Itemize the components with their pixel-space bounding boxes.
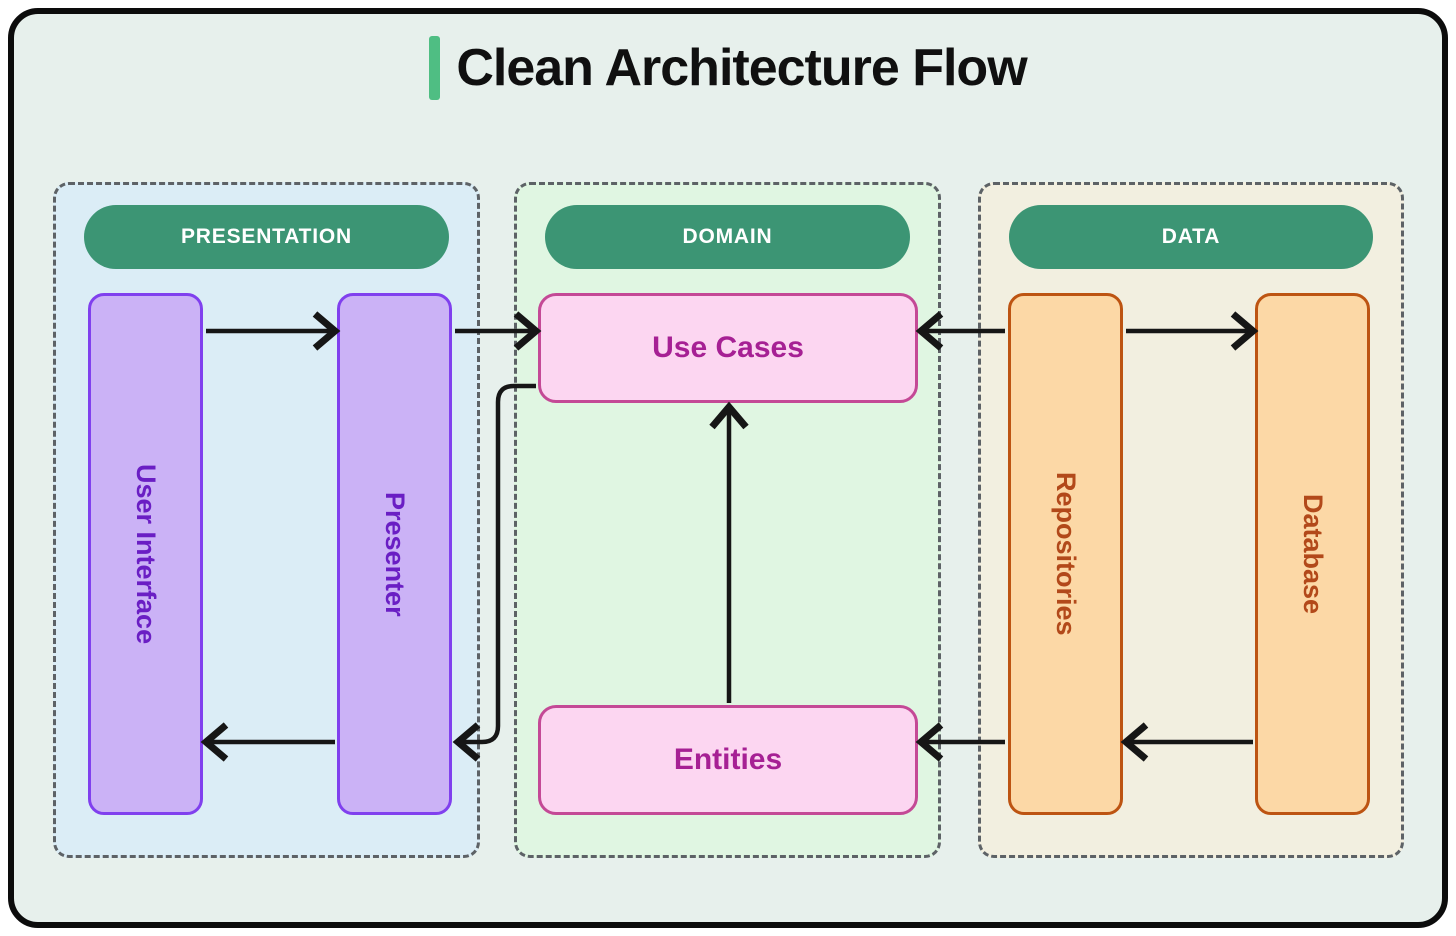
- node-presenter: Presenter: [337, 293, 452, 815]
- node-user-interface-label: User Interface: [131, 463, 161, 645]
- section-domain-header: DOMAIN: [545, 205, 910, 269]
- node-repositories: Repositories: [1008, 293, 1123, 815]
- title-accent-bar: [429, 36, 441, 100]
- section-presentation-header: PRESENTATION: [84, 205, 449, 269]
- node-use-cases: Use Cases: [538, 293, 918, 403]
- node-repositories-label: Repositories: [1051, 472, 1081, 636]
- title-block: Clean Architecture Flow: [0, 35, 1456, 101]
- section-presentation-label: PRESENTATION: [181, 225, 352, 248]
- node-entities-label: Entities: [673, 743, 783, 776]
- node-database: Database: [1255, 293, 1370, 815]
- section-domain-label: DOMAIN: [682, 225, 773, 248]
- section-data-label: DATA: [1161, 225, 1221, 248]
- node-user-interface: User Interface: [88, 293, 203, 815]
- page-title: Clean Architecture Flow: [456, 39, 1027, 97]
- node-use-cases-label: Use Cases: [652, 331, 804, 364]
- node-database-label: Database: [1298, 493, 1328, 615]
- node-presenter-label: Presenter: [380, 491, 410, 617]
- section-data-header: DATA: [1009, 205, 1373, 269]
- node-entities: Entities: [538, 705, 918, 815]
